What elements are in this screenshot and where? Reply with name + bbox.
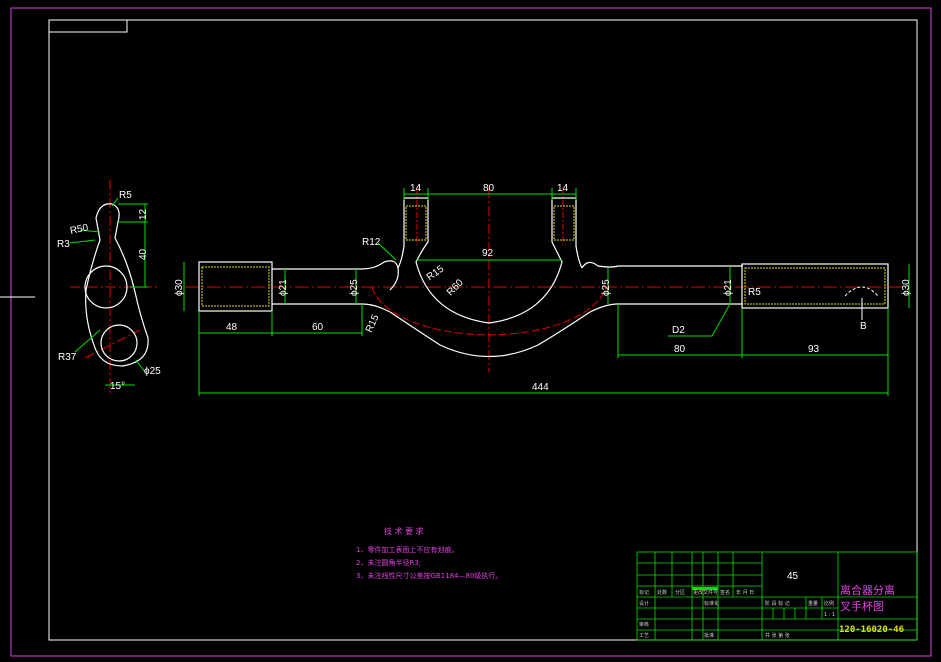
title-block <box>636 551 918 641</box>
right-end-outline <box>741 263 889 309</box>
dim-60: 60 <box>312 322 324 333</box>
dim-14-left: 14 <box>410 183 422 194</box>
tb-ratio: 比例 <box>824 600 834 607</box>
tb-name-line1: 离合器分离 <box>840 583 895 597</box>
dim-phi30-left: ϕ30 <box>174 279 185 296</box>
tb-process: 工艺 <box>639 633 649 639</box>
tb-row-doc: 更改文件号 <box>693 589 718 596</box>
leader-r12 <box>377 242 397 261</box>
inner-frame <box>48 19 918 641</box>
view-b-marker <box>844 286 879 297</box>
dim-r50: R50 <box>69 222 90 237</box>
dim-444: 444 <box>532 382 549 393</box>
tb-weight: 重量 <box>808 600 818 607</box>
title-block-text: 45 离合器分离 叉手杯图 120-16020-46 1 : 1 标记 处数 分… <box>639 571 904 639</box>
dim-40: 40 <box>138 248 149 260</box>
notes-line1: 1、零件加工表面上不应有划痕。 <box>356 545 458 554</box>
dim-phi21-right: ϕ21 <box>723 279 734 296</box>
dim-12: 12 <box>138 208 149 220</box>
tb-standard: 标准化 <box>704 600 719 607</box>
dim-phi30-right: ϕ30 <box>901 279 912 296</box>
fork-left-arm <box>383 260 399 291</box>
dim-phi25-left: ϕ25 <box>349 279 360 296</box>
tb-scale: 1 : 1 <box>824 612 835 618</box>
dim-phi25-side: ϕ25 <box>144 366 161 377</box>
side-leader-phi25 <box>135 359 146 373</box>
tb-row-date: 年 月 日 <box>736 589 754 596</box>
outer-border <box>10 7 932 657</box>
tb-name-line2: 叉手杯图 <box>840 599 884 613</box>
dim-r15: R15 <box>425 263 447 283</box>
dim-r3: R3 <box>57 239 70 250</box>
dim-r15b: R15 <box>364 313 382 335</box>
left-pin-bore <box>405 205 427 241</box>
side-view: R5 12 R50 R3 40 R37 15° ϕ25 <box>57 180 161 395</box>
dim-r60: R60 <box>445 277 466 298</box>
dim-80-bottom: 80 <box>674 344 686 355</box>
dim-r5-right: R5 <box>748 287 761 298</box>
dim-48: 48 <box>226 322 238 333</box>
tb-row-mark: 标记 <box>639 589 649 596</box>
tb-row-sign: 签名 <box>720 589 730 596</box>
dim-14-right: 14 <box>557 183 569 194</box>
dim-view-b: B <box>860 321 867 332</box>
side-leader-r50 <box>79 229 101 233</box>
tb-row-count: 处数 <box>657 589 667 596</box>
right-end-bore <box>744 267 886 305</box>
side-leader-r5 <box>111 197 119 207</box>
right-pin-bore <box>553 205 575 241</box>
corner-box <box>48 19 128 33</box>
left-end-outline <box>198 261 273 312</box>
fork-right-arm <box>581 261 619 313</box>
left-end-bore <box>201 266 270 307</box>
leader-d2-b <box>711 303 731 337</box>
dim-r12: R12 <box>362 237 381 248</box>
tb-filled-cell <box>692 587 718 590</box>
lever-outline <box>85 203 149 367</box>
dim-80-top: 80 <box>483 183 495 194</box>
notes-line3: 3、未注线性尺寸公差按GB1184—80级执行。 <box>356 571 502 580</box>
dim-angle15: 15° <box>110 381 125 392</box>
right-shaft <box>618 265 743 305</box>
tb-sheets: 共 张 第 张 <box>765 632 790 639</box>
side-leader-r37 <box>74 329 101 353</box>
fork-outer <box>389 311 591 358</box>
tb-drawing-number: 120-16020-46 <box>839 625 904 635</box>
inner-arc-centerline <box>371 286 607 336</box>
tb-outline <box>636 551 918 641</box>
tb-row-zone: 分区 <box>675 589 685 596</box>
lever-hole-top <box>84 265 128 309</box>
dim-d2: D2 <box>672 325 685 336</box>
technical-notes: 技 术 要 求 1、零件加工表面上不应有划痕。 2、未注圆角半径R3; 3、未注… <box>356 526 502 580</box>
dim-r37: R37 <box>58 352 77 363</box>
dim-phi25-right: ϕ25 <box>601 279 612 296</box>
dim-r5-top: R5 <box>119 190 132 201</box>
tb-approve: 批准 <box>704 632 714 639</box>
dim-phi21-left: ϕ21 <box>278 279 289 296</box>
notes-line2: 2、未注圆角半径R3; <box>356 558 421 567</box>
front-view: 14 80 14 R12 92 R15 R60 R15 ϕ30 ϕ21 ϕ25 … <box>174 183 912 396</box>
notes-title: 技 术 要 求 <box>384 526 424 536</box>
tb-material: 45 <box>787 571 799 582</box>
side-leader-r3 <box>69 239 96 244</box>
tb-checker: 审核 <box>639 621 649 628</box>
tb-designer: 设计 <box>639 600 649 607</box>
dim-93: 93 <box>808 344 820 355</box>
tb-stage-mark: 阶 段 标 记 <box>765 600 790 607</box>
lever-hole-bottom <box>100 324 138 362</box>
dim-92: 92 <box>482 248 494 259</box>
